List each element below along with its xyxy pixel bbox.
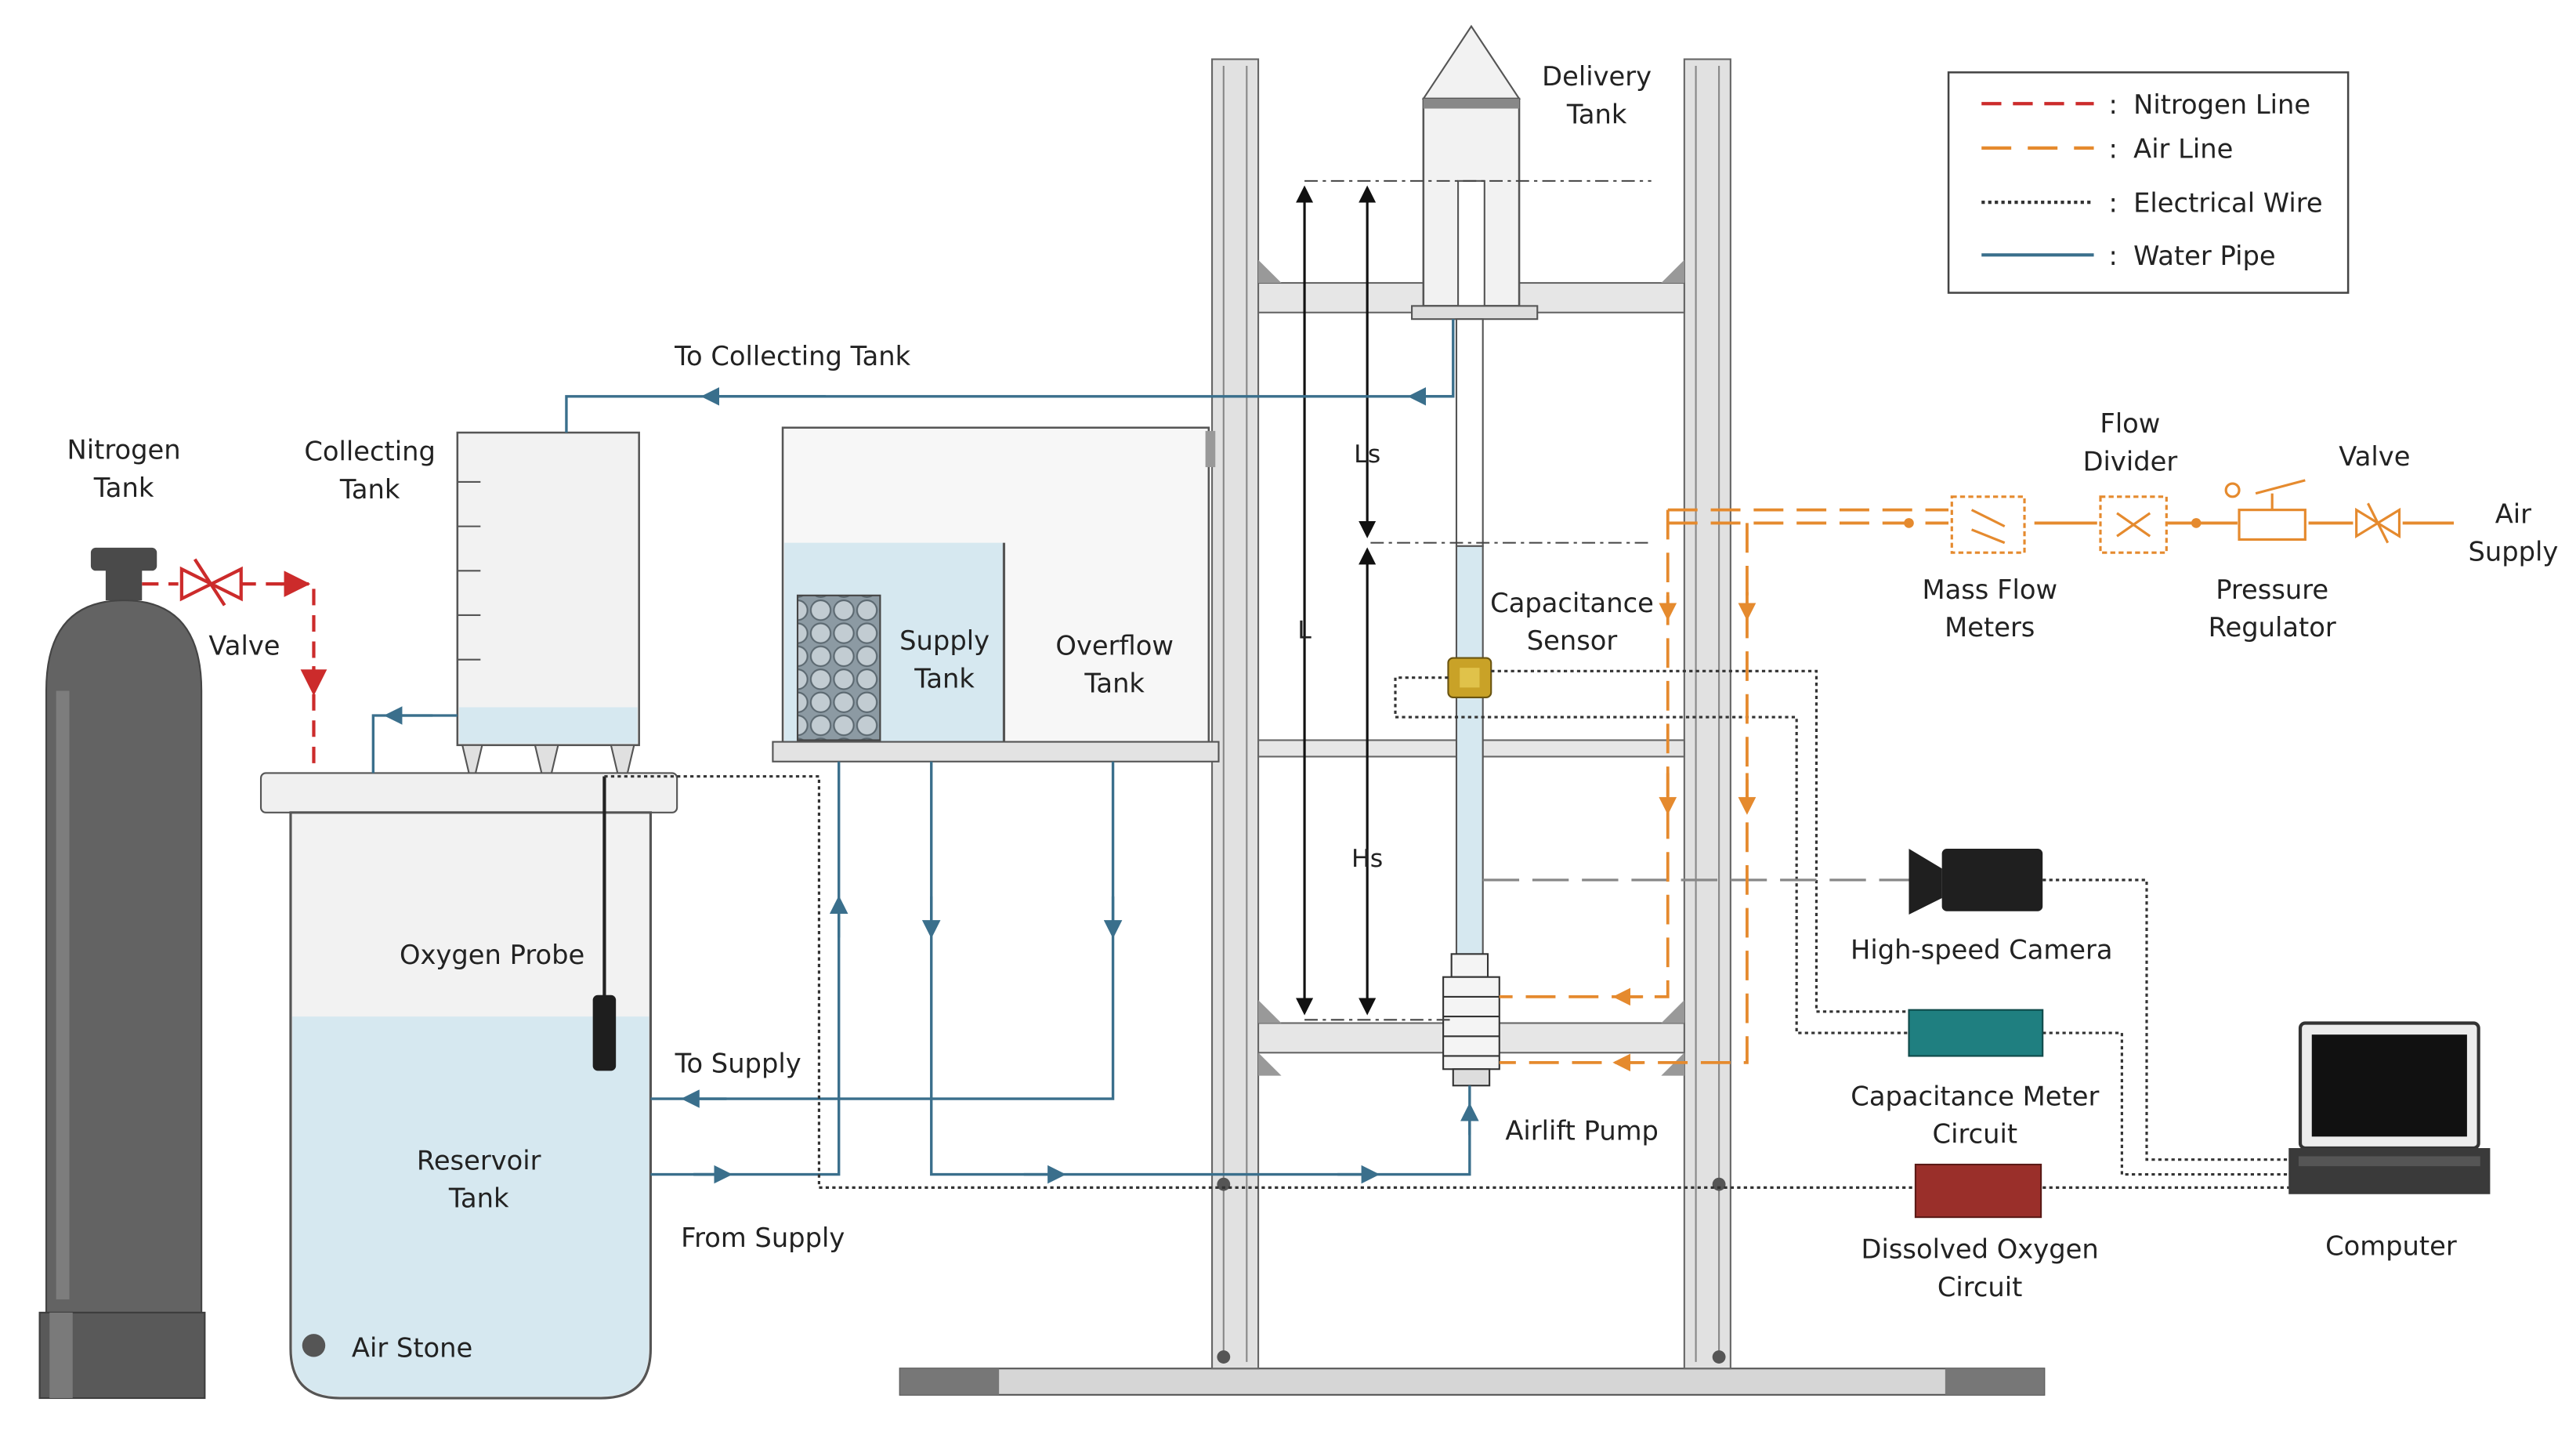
dissolved-oxygen-label-1: Dissolved Oxygen <box>1861 1234 2099 1265</box>
supply-tank-label-2: Tank <box>914 663 975 694</box>
svg-text::: : <box>2109 241 2118 271</box>
flow-divider-label-1: Flow <box>2100 408 2160 439</box>
dimension-lines <box>1296 179 1652 1021</box>
collecting-tank-label-2: Tank <box>339 474 400 505</box>
dimension-L-label: L <box>1297 616 1312 644</box>
to-collecting-tank-label: To Collecting Tank <box>674 341 911 371</box>
airlift-pump-label: Airlift Pump <box>1505 1116 1659 1147</box>
legend-item-air: : Air Line <box>1981 134 2233 165</box>
delivery-tank-label-1: Delivery <box>1542 61 1652 92</box>
nitrogen-tank-label-1: Nitrogen <box>67 435 181 466</box>
water-pipes <box>371 319 1479 1184</box>
computer-icon <box>2288 1021 2491 1194</box>
to-supply-label: To Supply <box>675 1049 801 1079</box>
oxygen-probe-label: Oxygen Probe <box>400 940 584 970</box>
capacitance-meter-label-2: Circuit <box>1933 1119 2018 1150</box>
dimension-Hs-label: Hs <box>1351 845 1383 873</box>
air-stone-label: Air Stone <box>352 1333 472 1364</box>
computer-label: Computer <box>2325 1230 2457 1261</box>
valve-left-label: Valve <box>208 630 280 661</box>
capacitance-meter-label-1: Capacitance Meter <box>1851 1081 2099 1111</box>
high-speed-camera-icon <box>1908 849 2043 915</box>
oxygen-probe <box>592 776 617 1071</box>
from-supply-label: From Supply <box>681 1223 845 1253</box>
legend-item-nitrogen: : Nitrogen Line <box>1981 89 2310 120</box>
delivery-tank-label-2: Tank <box>1566 99 1627 129</box>
supply-tank-label-1: Supply <box>899 625 990 656</box>
svg-text::: : <box>2109 89 2118 120</box>
overflow-tank-label-1: Overflow <box>1055 630 1174 661</box>
pressure-regulator-label-2: Regulator <box>2209 612 2336 643</box>
air-stone-icon <box>302 1334 326 1357</box>
riser-pipe <box>1455 318 1484 958</box>
dimension-Ls-label: Ls <box>1354 440 1380 469</box>
capacitance-sensor-label-1: Capacitance <box>1490 588 1654 618</box>
legend-label-nitrogen: Nitrogen Line <box>2133 89 2310 120</box>
delivery-tank <box>1411 24 1539 321</box>
legend-label-wire: Electrical Wire <box>2133 188 2322 219</box>
legend-label-air: Air Line <box>2133 134 2233 165</box>
electrical-wires <box>604 669 2292 1189</box>
valve-right-label: Valve <box>2339 441 2410 472</box>
overflow-tank-label-2: Tank <box>1084 668 1145 699</box>
airlift-pump-injector <box>1442 953 1500 1087</box>
flow-divider-icon <box>2099 495 2202 554</box>
collecting-tank-label-1: Collecting <box>304 437 436 467</box>
mass-flow-meters-label-1: Mass Flow <box>1922 574 2057 605</box>
legend: : Nitrogen Line : Air Line : Electrical … <box>1947 71 2350 294</box>
capacitance-sensor-label-2: Sensor <box>1527 625 1618 656</box>
nitrogen-tank <box>38 547 206 1400</box>
supply-overflow-tank <box>772 426 1220 763</box>
dissolved-oxygen-circuit <box>1914 1163 2042 1219</box>
air-supply-label-2: Supply <box>2468 537 2558 567</box>
pressure-regulator-label-1: Pressure <box>2216 574 2328 605</box>
legend-item-water: : Water Pipe <box>1981 241 2276 271</box>
svg-text::: : <box>2109 134 2118 165</box>
legend-item-wire: : Electrical Wire <box>1981 188 2323 219</box>
nitrogen-valve-icon <box>179 558 243 607</box>
mass-flow-meters-label-2: Meters <box>1945 612 2035 643</box>
svg-text::: : <box>2109 188 2118 219</box>
air-line <box>1499 508 2455 1072</box>
air-valve-icon <box>2355 502 2401 544</box>
reservoir-tank-label-2: Tank <box>448 1183 509 1214</box>
capacitance-sensor-icon <box>1447 657 1492 698</box>
legend-label-water: Water Pipe <box>2133 241 2275 271</box>
pressure-regulator-icon <box>2224 479 2306 541</box>
reservoir-tank <box>259 772 678 1400</box>
flow-divider-label-2: Divider <box>2083 446 2178 476</box>
capacitance-meter-circuit <box>1908 1009 2044 1057</box>
reservoir-tank-label-1: Reservoir <box>417 1145 541 1176</box>
mass-flow-meters-icon <box>1904 495 2026 554</box>
collecting-tank <box>456 431 640 774</box>
nitrogen-tank-label-2: Tank <box>93 473 154 503</box>
dissolved-oxygen-label-2: Circuit <box>1937 1272 2023 1302</box>
air-supply-label-1: Air <box>2495 498 2531 529</box>
high-speed-camera-label: High-speed Camera <box>1851 935 2112 965</box>
